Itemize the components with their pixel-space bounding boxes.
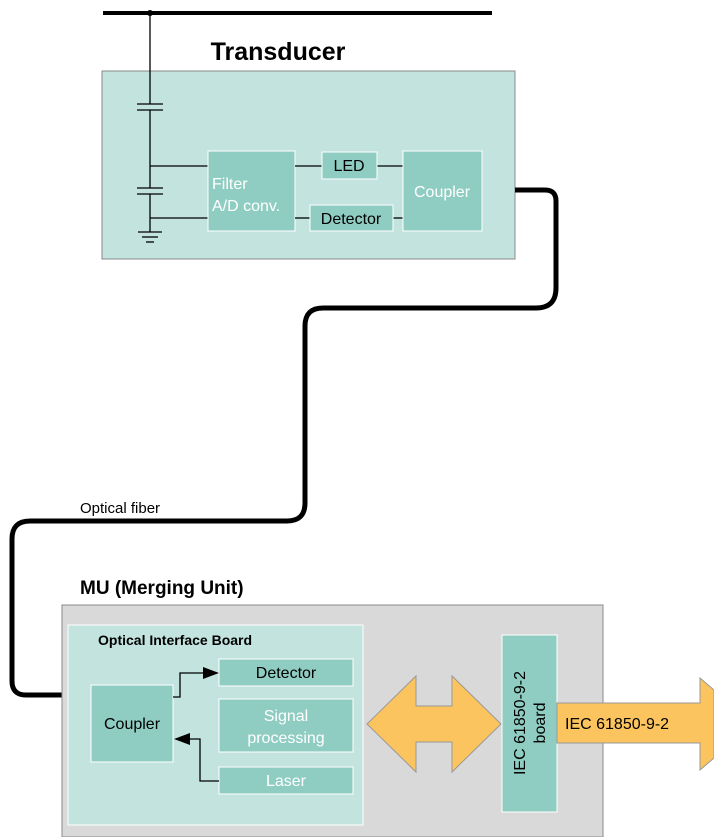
ad-conv-label: A/D conv. (212, 198, 280, 215)
transducer-coupler-box (402, 150, 483, 232)
transducer-detector-label: Detector (321, 211, 382, 228)
signal-processing-line2: processing (247, 730, 324, 747)
transducer-connections (295, 165, 403, 219)
iec-output-arrow (556, 676, 714, 772)
coupler-to-detector-arrow (173, 667, 219, 698)
iec-board-box (501, 634, 558, 813)
iec-board-line2: board (532, 703, 549, 744)
optical-fiber-label: Optical fiber (80, 500, 160, 517)
led-box (321, 151, 378, 180)
iec-board-line1: IEC 61850-9-2 (512, 671, 529, 775)
signal-processing-box (218, 698, 354, 753)
laser-to-coupler-arrow (174, 733, 219, 782)
led-label: LED (333, 158, 364, 175)
optical-interface-board-title: Optical Interface Board (98, 632, 252, 648)
transducer-coupler-label: Coupler (414, 184, 471, 201)
ground-icon (138, 231, 162, 243)
transducer-title: Transducer (211, 38, 346, 66)
mu-coupler-box (90, 684, 174, 763)
laser-box (218, 766, 354, 795)
mu-detector-label: Detector (256, 665, 317, 682)
laser-label: Laser (266, 773, 307, 790)
bidirectional-data-arrow (366, 674, 502, 774)
iec-output-label: IEC 61850-9-2 (565, 716, 669, 733)
mu-detector-box (218, 658, 354, 687)
transducer-detector-box (309, 204, 394, 232)
mu-coupler-label: Coupler (104, 716, 161, 733)
optical-fiber-cable (9, 187, 559, 698)
capacitor-divider (137, 13, 208, 232)
mu-title: MU (Merging Unit) (80, 578, 244, 599)
filter-label: Filter (212, 176, 248, 193)
filter-ad-box (207, 150, 296, 232)
signal-processing-line1: Signal (264, 708, 308, 725)
